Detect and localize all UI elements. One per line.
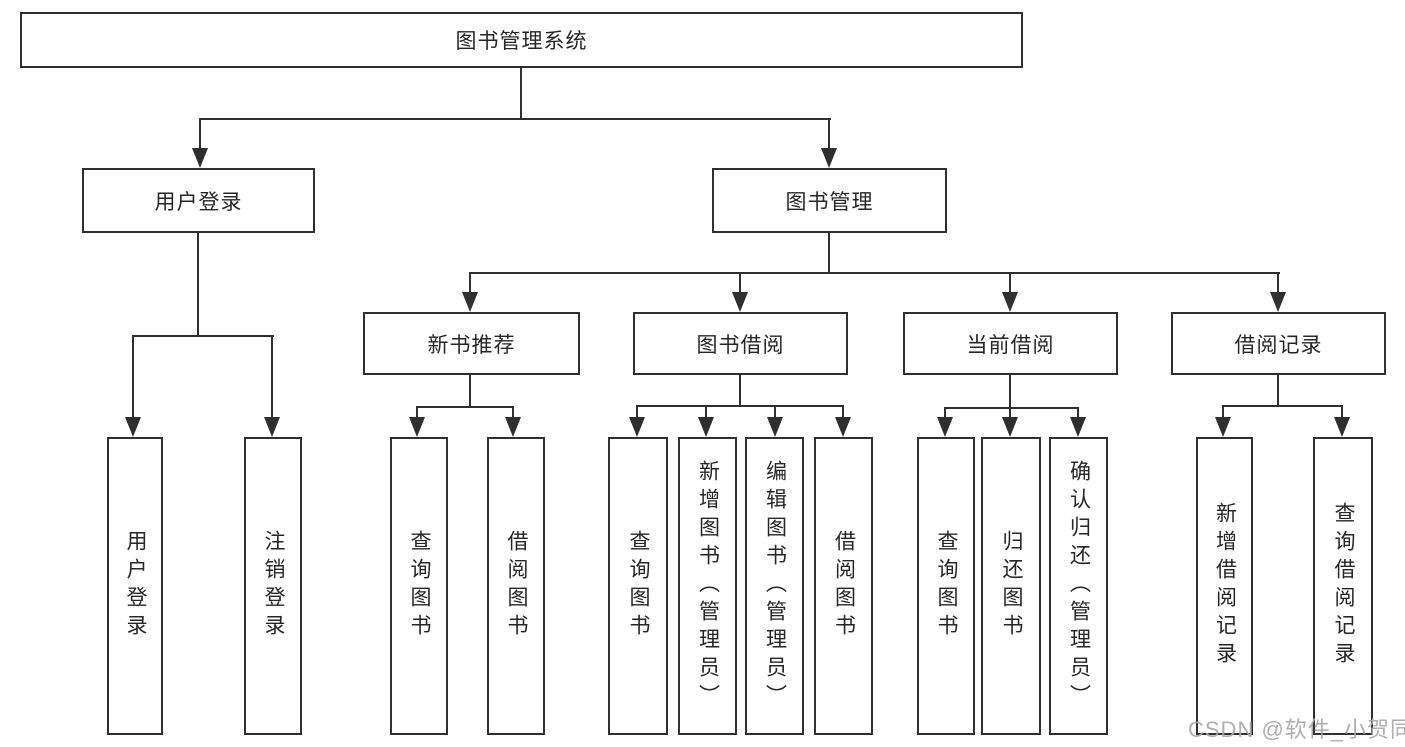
connector-stem xyxy=(1277,272,1279,295)
arrowhead-icon xyxy=(698,417,714,437)
arrowhead-icon xyxy=(629,417,645,437)
connector-stem xyxy=(739,272,741,295)
arrowhead-icon xyxy=(1215,417,1231,437)
node-user-login: 用户登录 xyxy=(82,168,315,233)
leaf-nbr-query-books-label: 查询图书 xyxy=(408,530,431,642)
leaf-logout-label: 注销登录 xyxy=(262,530,285,642)
node-borrowing-records-label: 借阅记录 xyxy=(1234,333,1323,357)
connector-br-rail xyxy=(1222,405,1343,407)
arrowhead-icon xyxy=(264,417,280,437)
csdn-watermark: CSDN @软件_小贺同学 xyxy=(1188,717,1405,742)
connector-stem xyxy=(132,335,134,419)
connector-stem xyxy=(828,118,830,150)
arrowhead-icon xyxy=(767,417,783,437)
connector-stem xyxy=(512,406,514,420)
connector-stem xyxy=(842,405,844,420)
leaf-bb-query-books: 查询图书 xyxy=(608,437,668,735)
node-book-borrowing: 图书借阅 xyxy=(633,312,848,375)
arrowhead-icon xyxy=(1002,292,1018,312)
connector-root-drop xyxy=(520,66,522,119)
leaf-cb-confirm-return-admin-label: 确认归还（管理员） xyxy=(1067,460,1091,712)
leaf-bb-borrow-books: 借阅图书 xyxy=(814,437,873,735)
node-new-book-recommend-label: 新书推荐 xyxy=(427,333,516,357)
arrowhead-icon xyxy=(821,148,837,168)
arrowhead-icon xyxy=(192,148,208,168)
leaf-nbr-query-books: 查询图书 xyxy=(390,437,448,735)
leaf-br-query-record: 查询借阅记录 xyxy=(1313,437,1373,735)
leaf-nbr-borrow-books: 借阅图书 xyxy=(487,437,545,735)
leaf-user-login-label: 用户登录 xyxy=(124,530,147,642)
connector-stem xyxy=(271,335,273,419)
connector-cb-rail xyxy=(944,407,1079,409)
arrowhead-icon xyxy=(125,417,141,437)
connector-user-login-drop xyxy=(197,233,199,337)
leaf-bb-borrow-books-label: 借阅图书 xyxy=(832,530,856,642)
connector-cb-drop xyxy=(1009,375,1011,408)
connector-stem xyxy=(774,405,776,420)
connector-stem xyxy=(1341,405,1343,420)
connector-bb-drop xyxy=(739,375,741,406)
node-new-book-recommend: 新书推荐 xyxy=(363,312,580,375)
arrowhead-icon xyxy=(409,417,425,437)
arrowhead-icon xyxy=(505,417,521,437)
leaf-bb-edit-books-admin-label: 编辑图书（管理员） xyxy=(763,460,787,712)
arrowhead-icon xyxy=(1270,292,1286,312)
connector-br-drop xyxy=(1277,375,1279,406)
arrowhead-icon xyxy=(732,292,748,312)
connector-stem xyxy=(1222,405,1224,420)
leaf-cb-confirm-return-admin: 确认归还（管理员） xyxy=(1049,437,1108,735)
node-book-borrowing-label: 图书借阅 xyxy=(696,333,785,357)
connector-stem xyxy=(416,406,418,420)
node-borrowing-records: 借阅记录 xyxy=(1171,312,1386,375)
leaf-br-add-record: 新增借阅记录 xyxy=(1196,437,1253,735)
arrowhead-icon xyxy=(462,292,478,312)
leaf-user-login: 用户登录 xyxy=(107,437,163,735)
arrowhead-icon xyxy=(1334,417,1350,437)
leaf-bb-add-books-admin-label: 新增图书（管理员） xyxy=(696,460,720,712)
leaf-bb-query-books-label: 查询图书 xyxy=(627,530,650,642)
connector-stem xyxy=(1009,272,1011,295)
connector-stem xyxy=(1077,407,1079,420)
node-root: 图书管理系统 xyxy=(20,12,1023,68)
leaf-bb-edit-books-admin: 编辑图书（管理员） xyxy=(745,437,804,735)
leaf-cb-query-books-label: 查询图书 xyxy=(935,530,958,642)
node-book-management: 图书管理 xyxy=(712,168,947,233)
connector-stem xyxy=(469,272,471,295)
connector-stem xyxy=(944,407,946,420)
connector-stem xyxy=(199,118,201,150)
connector-stem xyxy=(636,405,638,420)
connector-bb-rail xyxy=(636,405,844,407)
leaf-br-add-record-label: 新增借阅记录 xyxy=(1213,502,1237,670)
leaf-bb-add-books-admin: 新增图书（管理员） xyxy=(678,437,737,735)
connector-stem xyxy=(1009,407,1011,420)
leaf-cb-query-books: 查询图书 xyxy=(917,437,975,735)
connector-level2-rail xyxy=(469,272,1280,274)
node-current-borrowing-label: 当前借阅 xyxy=(966,333,1055,357)
leaf-br-query-record-label: 查询借阅记录 xyxy=(1332,502,1355,670)
node-current-borrowing: 当前借阅 xyxy=(903,312,1118,375)
arrowhead-icon xyxy=(835,417,851,437)
leaf-cb-return-books-label: 归还图书 xyxy=(1000,530,1023,642)
connector-nbr-drop xyxy=(469,375,471,407)
arrowhead-icon xyxy=(1002,417,1018,437)
connector-nbr-rail xyxy=(416,406,514,408)
connector-user-login-rail xyxy=(132,335,274,337)
connector-level1-rail xyxy=(199,118,831,120)
arrowhead-icon xyxy=(937,417,953,437)
leaf-nbr-borrow-books-label: 借阅图书 xyxy=(505,530,528,642)
connector-stem xyxy=(705,405,707,420)
leaf-cb-return-books: 归还图书 xyxy=(981,437,1041,735)
node-root-label: 图书管理系统 xyxy=(455,30,588,53)
connector-book-mgmt-drop xyxy=(828,233,830,274)
node-user-login-label: 用户登录 xyxy=(154,190,243,214)
arrowhead-icon xyxy=(1070,417,1086,437)
node-book-management-label: 图书管理 xyxy=(785,190,874,214)
leaf-logout: 注销登录 xyxy=(244,437,302,735)
